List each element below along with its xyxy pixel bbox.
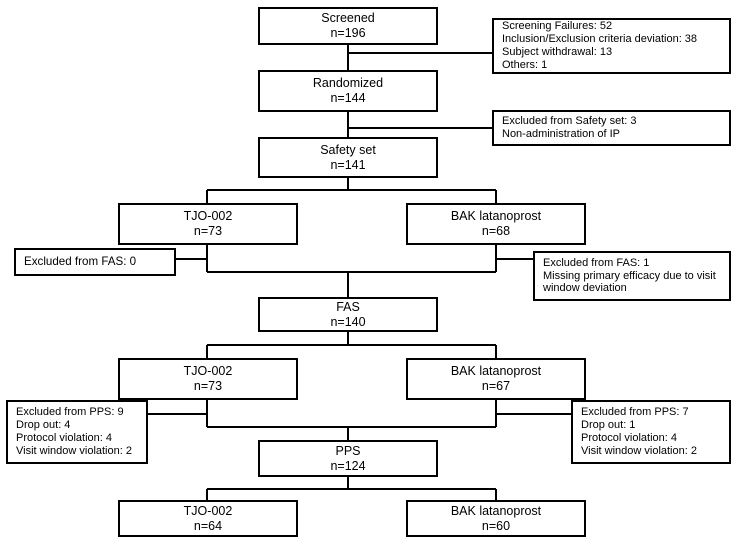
node-fas-count: n=140: [330, 314, 366, 329]
node-arm2-bak-latanoprost-label: BAK latanoprost: [450, 364, 542, 379]
node-arm2-tjo-002-count: n=73: [193, 379, 223, 393]
node-arm1-tjo-002-count: n=73: [193, 224, 223, 238]
excluded-pps-right-line-4: Visit window violation: 2: [581, 444, 697, 457]
screening-failures-line-4: Others: 1: [502, 58, 548, 71]
box-excluded-from-pps-right: Excluded from PPS: 7 Drop out: 1 Protoco…: [571, 400, 731, 464]
excluded-pps-left-line-2: Drop out: 4: [16, 419, 71, 432]
node-arm2-tjo-002-label: TJO-002: [183, 364, 233, 379]
excluded-safety-set-line-2: Non-administration of IP: [502, 128, 620, 140]
box-excluded-from-pps-left: Excluded from PPS: 9 Drop out: 4 Protoco…: [6, 400, 148, 464]
node-arm1-tjo-002-label: TJO-002: [183, 209, 233, 224]
excluded-pps-right-line-3: Protocol violation: 4: [581, 432, 677, 444]
box-excluded-from-safety-set: Excluded from Safety set: 3 Non-administ…: [492, 110, 731, 146]
node-randomized-count: n=144: [330, 91, 366, 105]
node-arm1-bak-latanoprost-count: n=68: [481, 224, 511, 238]
box-excluded-from-fas-left: Excluded from FAS: 0: [14, 248, 176, 276]
node-pps-count: n=124: [330, 458, 366, 473]
excluded-safety-set-line-1: Excluded from Safety set: 3: [502, 115, 637, 128]
excluded-pps-right-line-1: Excluded from PPS: 7: [581, 406, 689, 419]
node-arm1-tjo-002: TJO-002 n=73: [118, 203, 298, 245]
node-arm1-bak-latanoprost-label: BAK latanoprost: [450, 209, 542, 224]
node-randomized: Randomized n=144: [258, 70, 438, 112]
node-arm2-tjo-002: TJO-002 n=73: [118, 358, 298, 400]
box-excluded-from-fas-right: Excluded from FAS: 1 Missing primary eff…: [533, 251, 731, 301]
excluded-pps-left-line-1: Excluded from PPS: 9: [16, 406, 124, 419]
node-screened-label: Screened: [321, 11, 375, 26]
box-screening-failures: Screening Failures: 52 Inclusion/Exclusi…: [492, 18, 731, 74]
screening-failures-line-3: Subject withdrawal: 13: [502, 46, 613, 58]
node-fas-label: FAS: [336, 299, 360, 314]
node-arm2-bak-latanoprost-count: n=67: [481, 379, 511, 393]
node-arm3-bak-latanoprost-count: n=60: [481, 518, 511, 533]
node-arm2-bak-latanoprost: BAK latanoprost n=67: [406, 358, 586, 400]
node-arm3-tjo-002-count: n=64: [193, 518, 223, 533]
node-arm3-bak-latanoprost-label: BAK latanoprost: [450, 503, 542, 518]
screening-failures-line-1: Screening Failures: 52: [502, 20, 613, 33]
node-safety-set-label: Safety set: [320, 142, 376, 157]
node-arm1-bak-latanoprost: BAK latanoprost n=68: [406, 203, 586, 245]
node-screened-count: n=196: [330, 26, 366, 40]
node-pps: PPS n=124: [258, 440, 438, 477]
node-safety-set-count: n=141: [330, 157, 366, 172]
node-fas: FAS n=140: [258, 297, 438, 332]
node-pps-label: PPS: [335, 443, 361, 458]
node-arm3-tjo-002: TJO-002 n=64: [118, 500, 298, 537]
excluded-fas-right-line-1: Excluded from FAS: 1: [543, 256, 650, 269]
screening-failures-line-2: Inclusion/Exclusion criteria deviation: …: [502, 33, 698, 46]
node-safety-set: Safety set n=141: [258, 137, 438, 178]
excluded-fas-left-line-1: Excluded from FAS: 0: [24, 255, 137, 269]
excluded-pps-left-line-4: Visit window violation: 2: [16, 444, 132, 457]
excluded-pps-right-line-2: Drop out: 1: [581, 419, 636, 432]
node-arm3-bak-latanoprost: BAK latanoprost n=60: [406, 500, 586, 537]
node-randomized-label: Randomized: [312, 76, 384, 91]
excluded-fas-right-line-2: Missing primary efficacy due to visit wi…: [543, 269, 716, 295]
excluded-pps-left-line-3: Protocol violation: 4: [16, 432, 112, 444]
node-screened: Screened n=196: [258, 7, 438, 45]
node-arm3-tjo-002-label: TJO-002: [183, 503, 233, 518]
